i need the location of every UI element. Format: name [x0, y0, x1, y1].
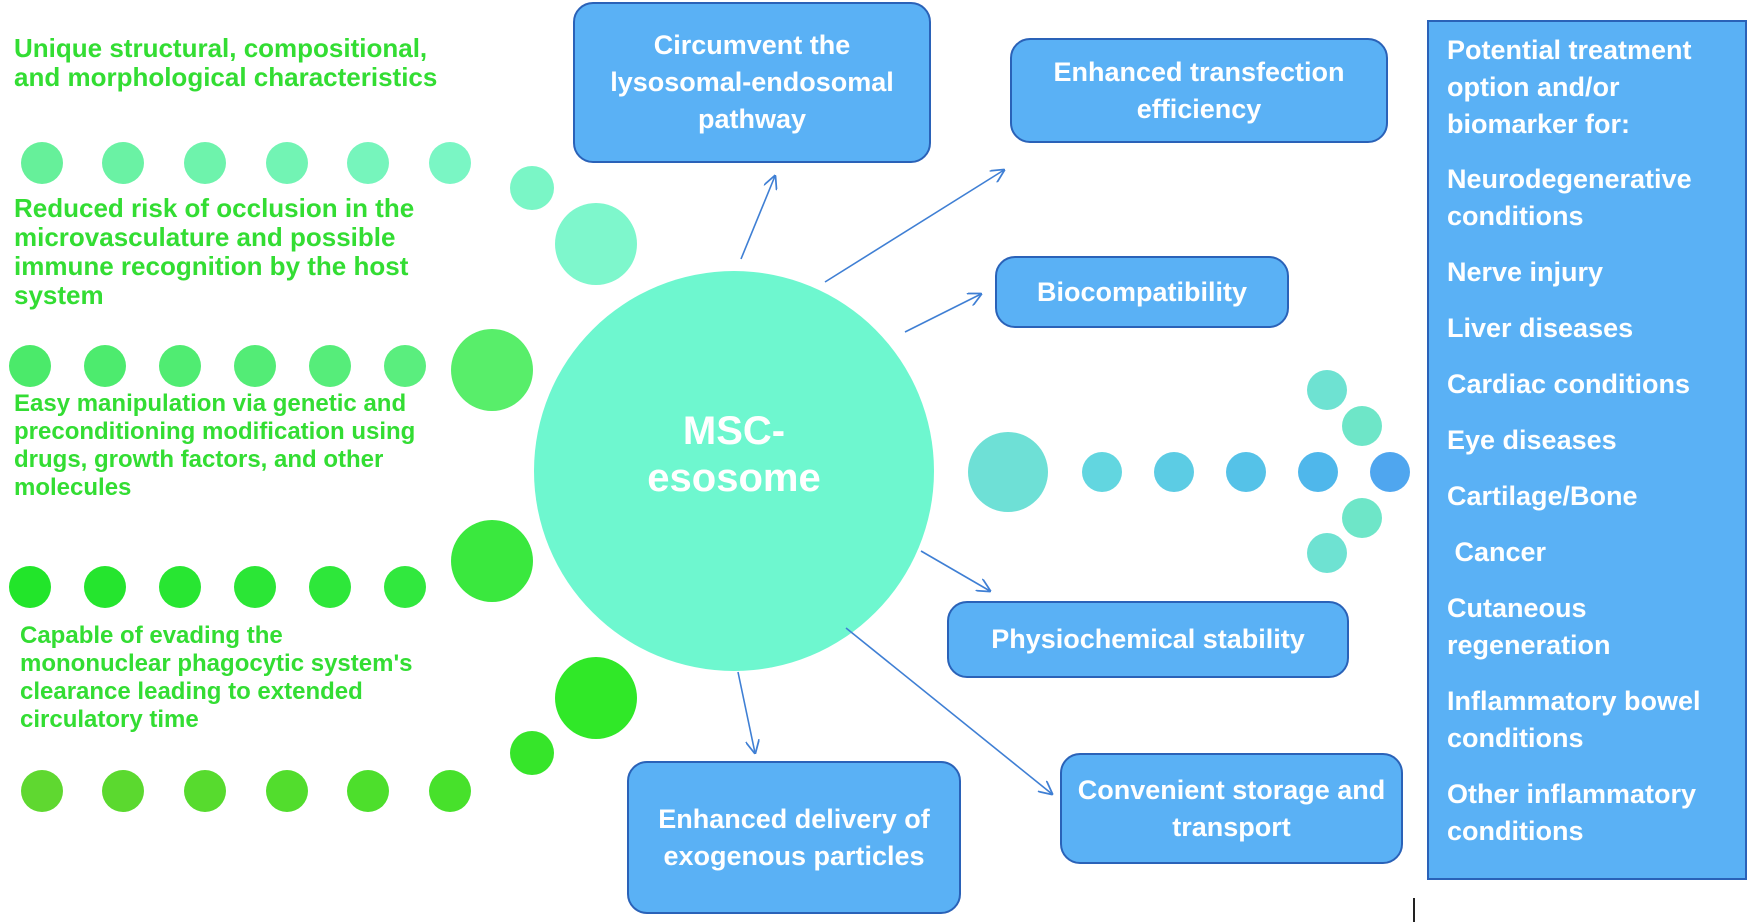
dot — [1082, 452, 1122, 492]
dot — [266, 142, 308, 184]
box-storage-label: Convenient storage and transport — [1077, 774, 1386, 842]
list-item: Eye diseases — [1447, 425, 1617, 455]
dot — [555, 203, 637, 285]
list-item: Cancer — [1447, 537, 1547, 567]
dot — [159, 566, 201, 608]
treatment-list: Neurodegenerative conditions Nerve injur… — [1447, 161, 1735, 850]
list-item: Inflammatory bowel conditions — [1447, 686, 1701, 753]
feature-text-manipulation: Easy manipulation via genetic and precon… — [14, 390, 416, 501]
dot — [347, 770, 389, 812]
dot — [84, 345, 126, 387]
arrow-stability — [920, 550, 990, 591]
list-item: Cutaneous regeneration — [1447, 593, 1611, 660]
box-delivery: Enhanced delivery of exogenous particles — [627, 761, 961, 914]
dot-row-4 — [21, 657, 637, 812]
dot — [9, 345, 51, 387]
dot — [21, 142, 63, 184]
dot — [102, 142, 144, 184]
dot — [429, 770, 471, 812]
dot — [21, 770, 63, 812]
dot — [1342, 498, 1382, 538]
dot — [451, 329, 533, 411]
dot — [234, 345, 276, 387]
list-item: Cardiac conditions — [1447, 369, 1691, 399]
dot — [234, 566, 276, 608]
arrow-circumvent — [740, 176, 775, 260]
dot — [347, 142, 389, 184]
dot-row-2 — [9, 329, 533, 411]
box-stability: Physiochemical stability — [947, 601, 1349, 678]
feature-text-evading: Capable of evading the mononuclear phago… — [20, 622, 413, 733]
dot — [510, 731, 554, 775]
dot — [1370, 452, 1410, 492]
arrow-storage — [845, 627, 1052, 794]
arrow-transfection — [824, 170, 1004, 283]
list-item: Other inflammatory conditions — [1447, 779, 1697, 846]
dot — [1226, 452, 1266, 492]
box-delivery-label: Enhanced delivery of exogenous particles — [658, 803, 930, 871]
dot — [429, 142, 471, 184]
center-circle — [534, 271, 934, 671]
arrow-delivery — [737, 671, 755, 753]
dot — [555, 657, 637, 739]
dot-row-1 — [21, 142, 637, 285]
dot — [1154, 452, 1194, 492]
box-circumvent: Circumvent the lysosomal-endosomal pathw… — [573, 2, 931, 163]
dot — [1342, 406, 1382, 446]
dot — [384, 566, 426, 608]
center-label: MSC- esosome — [534, 408, 934, 502]
dot — [184, 770, 226, 812]
dot — [510, 166, 554, 210]
list-item: Cartilage/Bone — [1447, 481, 1638, 511]
dot — [1298, 452, 1338, 492]
dot — [9, 566, 51, 608]
arrows — [737, 170, 1052, 794]
box-biocompatibility: Biocompatibility — [995, 256, 1289, 328]
list-item: Neurodegenerative conditions — [1447, 164, 1692, 231]
dot — [309, 566, 351, 608]
dot — [159, 345, 201, 387]
dot — [968, 432, 1048, 512]
arrow-biocompatibility — [904, 294, 981, 333]
feature-text-occlusion: Reduced risk of occlusion in the microva… — [14, 193, 415, 310]
feature-text-structural: Unique structural, compositional, and mo… — [14, 33, 438, 92]
center-label-text: MSC- esosome — [647, 409, 821, 500]
dot — [309, 345, 351, 387]
dot — [1307, 533, 1347, 573]
dot-row-3 — [9, 520, 533, 608]
dot — [451, 520, 533, 602]
box-storage: Convenient storage and transport — [1060, 753, 1403, 864]
dot — [102, 770, 144, 812]
dot-arrow — [968, 370, 1410, 573]
list-item: Liver diseases — [1447, 313, 1634, 343]
cursor-mark — [1413, 898, 1415, 922]
treatment-panel-heading: Potential treatment option and/or biomar… — [1447, 35, 1692, 139]
treatment-panel: Potential treatment option and/or biomar… — [1427, 20, 1747, 880]
dot — [266, 770, 308, 812]
box-transfection-label: Enhanced transfection efficiency — [1053, 56, 1345, 124]
dot — [1307, 370, 1347, 410]
dot — [84, 566, 126, 608]
box-biocompatibility-label: Biocompatibility — [1036, 276, 1247, 307]
dot — [184, 142, 226, 184]
list-item: Nerve injury — [1447, 257, 1604, 287]
box-circumvent-label: Circumvent the lysosomal-endosomal pathw… — [610, 30, 894, 134]
box-stability-label: Physiochemical stability — [991, 624, 1305, 654]
dot — [384, 345, 426, 387]
box-transfection: Enhanced transfection efficiency — [1010, 38, 1388, 143]
